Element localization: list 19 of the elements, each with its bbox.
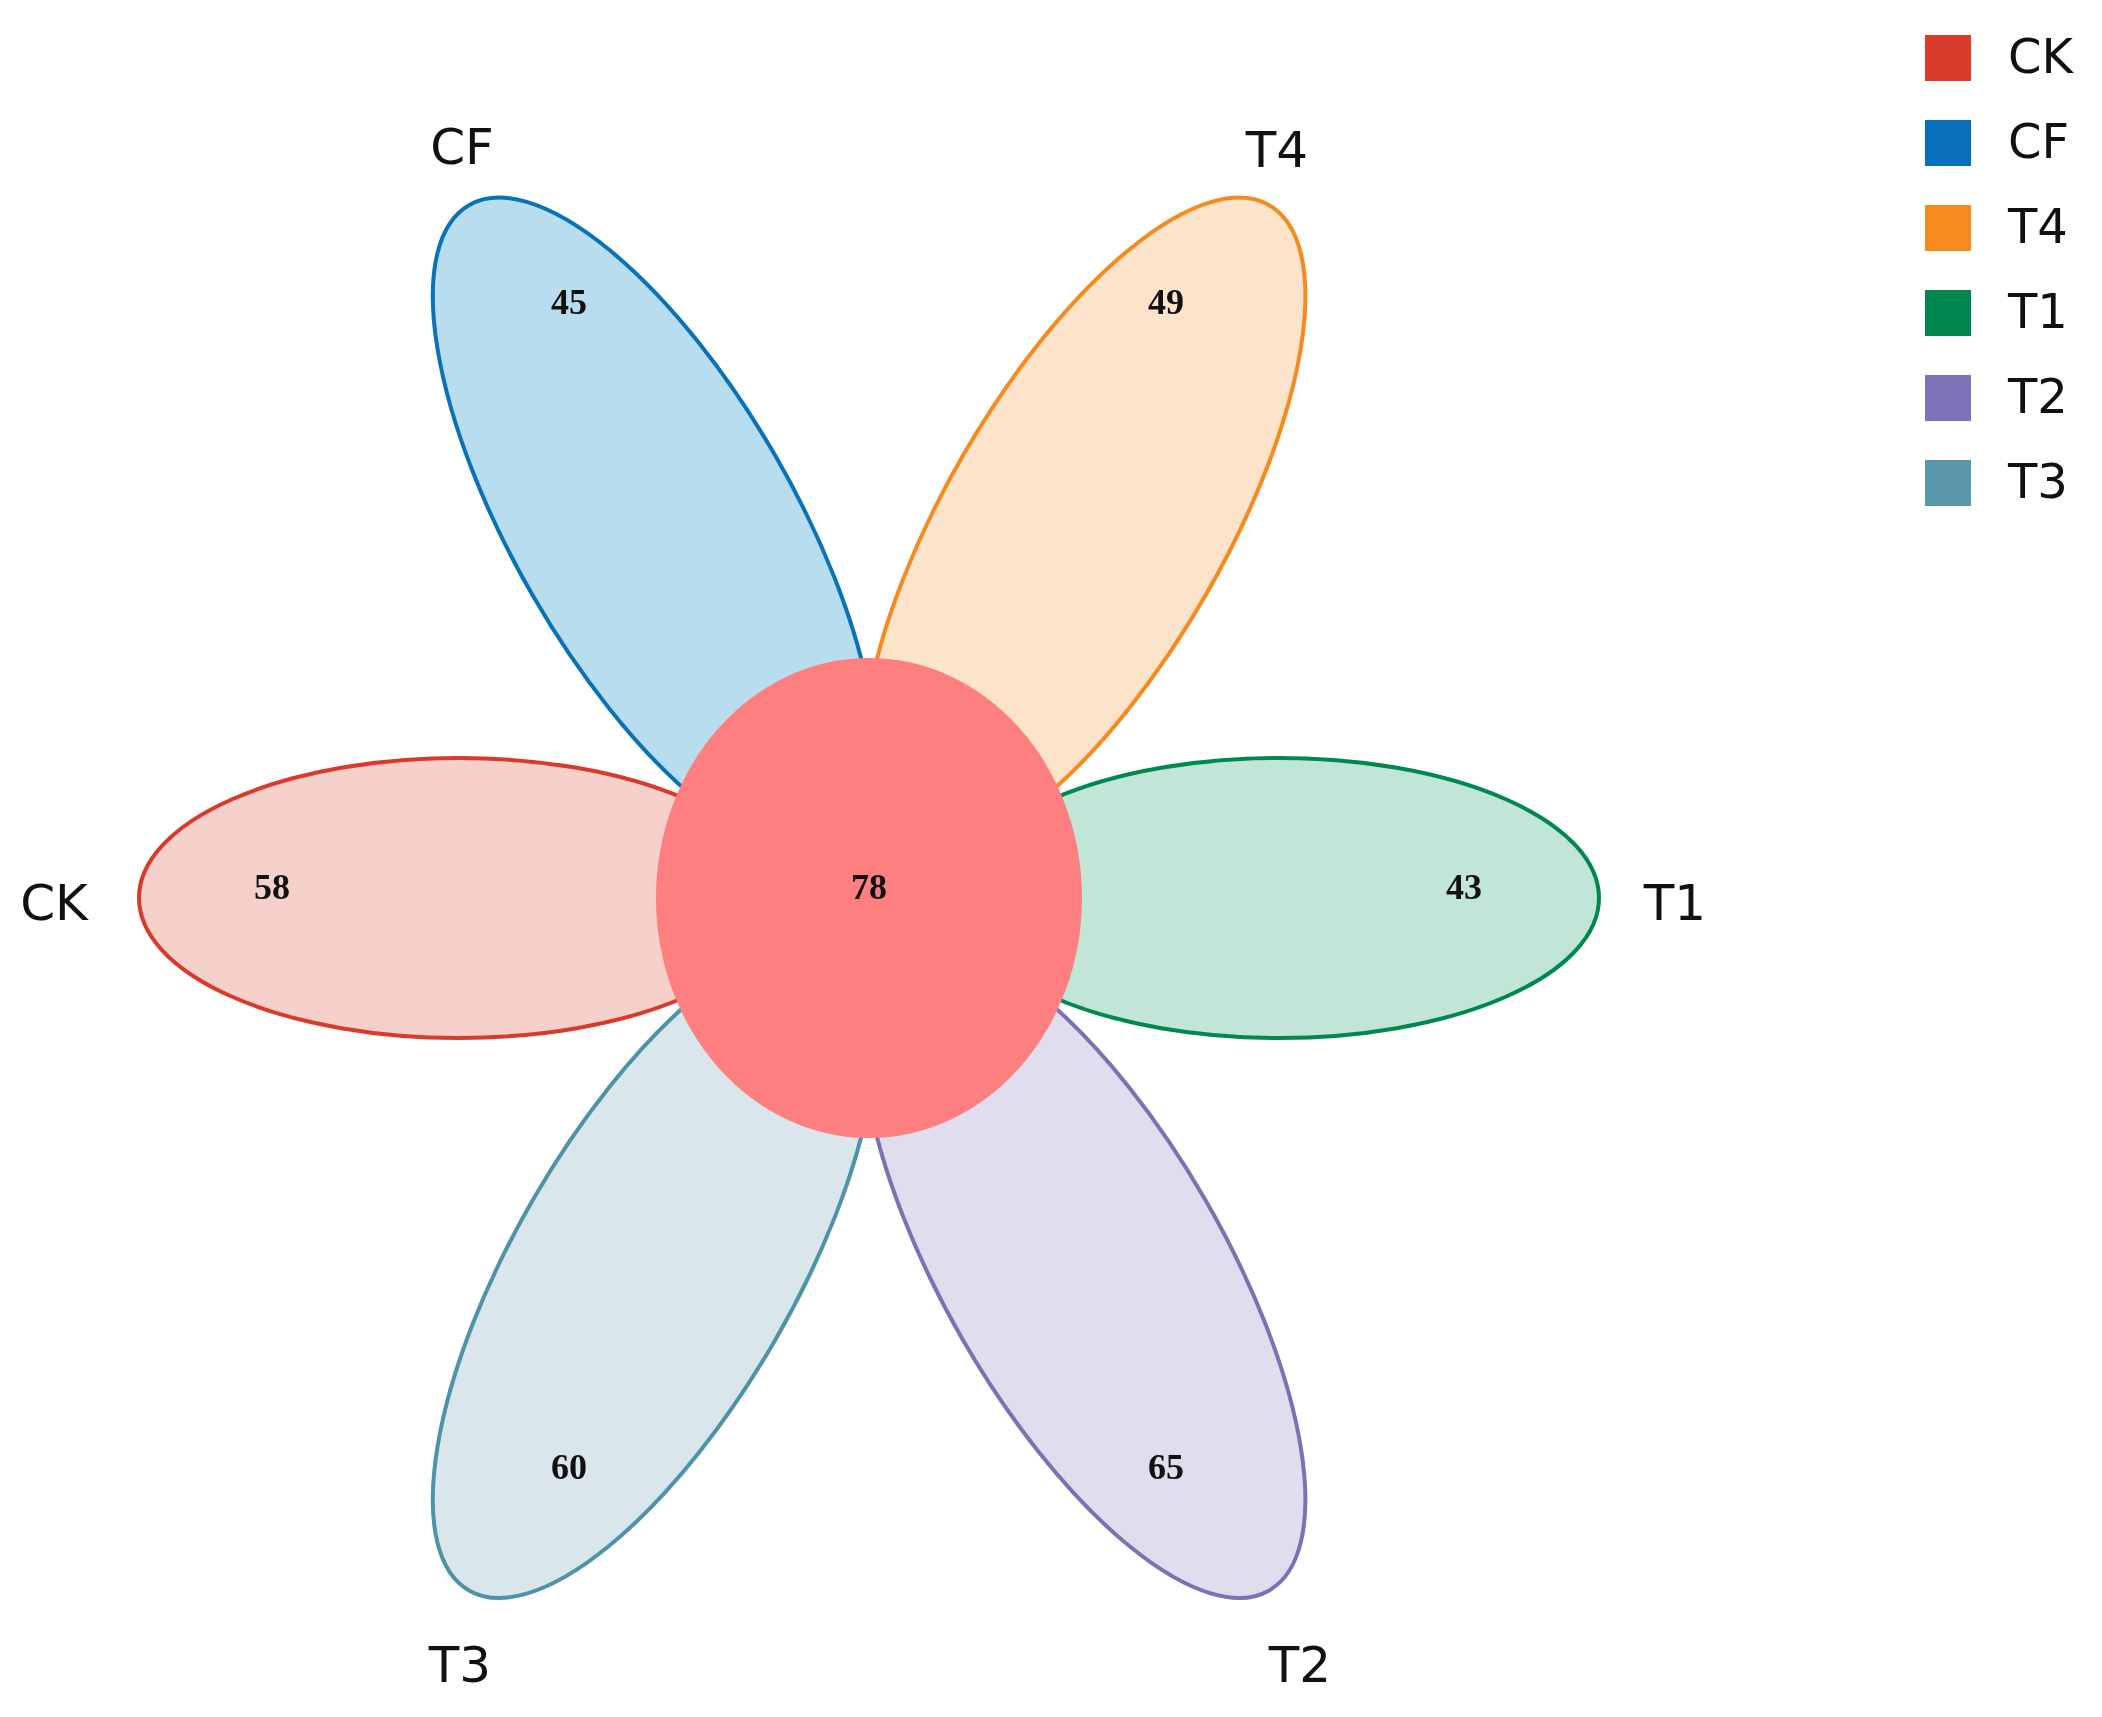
- legend-label: CK: [2008, 32, 2073, 80]
- legend-label: T3: [2008, 457, 2068, 505]
- legend-label: T1: [2008, 287, 2068, 335]
- count-label: 49: [1148, 284, 1184, 320]
- legend-label: T2: [2008, 372, 2068, 420]
- count-label: 45: [551, 284, 587, 320]
- count-label: 78: [851, 869, 887, 905]
- set-label: CF: [430, 122, 494, 172]
- set-label: T2: [1268, 1640, 1332, 1690]
- set-label: T1: [1643, 878, 1707, 928]
- legend-label: T4: [2008, 202, 2068, 250]
- count-label: 65: [1148, 1449, 1184, 1485]
- legend-label: CF: [2008, 117, 2070, 165]
- set-label: T4: [1245, 125, 1309, 175]
- count-label: 58: [254, 869, 290, 905]
- set-label: CK: [20, 878, 88, 928]
- count-label: 60: [551, 1449, 587, 1485]
- count-label: 43: [1446, 869, 1482, 905]
- set-label: T3: [428, 1640, 492, 1690]
